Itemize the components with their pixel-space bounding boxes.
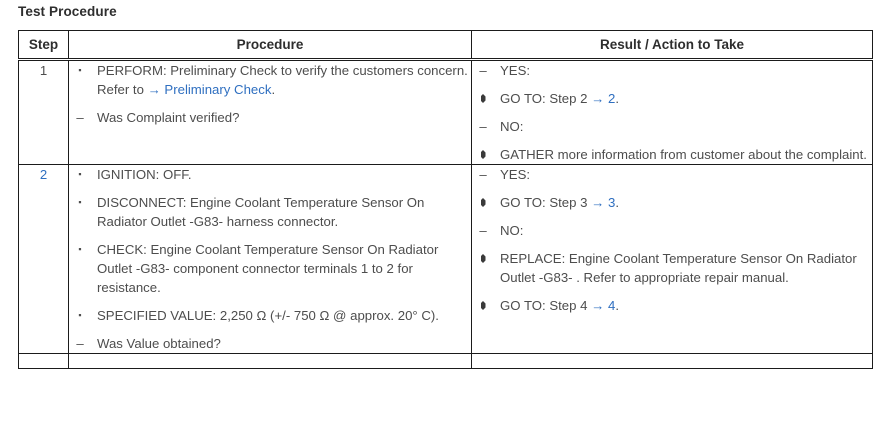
test-procedure-table: Step Procedure Result / Action to Take 1… bbox=[18, 30, 873, 369]
column-header-procedure: Procedure bbox=[68, 30, 472, 61]
bullet-dot-icon: ▪ bbox=[78, 244, 82, 254]
procedure-cell: ▪ IGNITION: OFF. ▪ DISCONNECT: Engine Coola… bbox=[68, 164, 472, 354]
page-title: Test Procedure bbox=[18, 4, 117, 19]
list-item: –NO: bbox=[472, 117, 872, 136]
cross-reference-link[interactable]: → Preliminary Check bbox=[147, 82, 272, 97]
list-item: ▪ PERFORM: Preliminary Check to verify th… bbox=[69, 61, 471, 99]
list-item: ▪ SPECIFIED VALUE: 2,250 Ω (+/- 750 Ω @ a… bbox=[69, 306, 471, 325]
list-item-text: YES: bbox=[500, 167, 531, 182]
list-item-text: GO TO: Step 2 → 2. bbox=[500, 91, 619, 106]
list-item-text: REPLACE: Engine Coolant Temperature Sens… bbox=[500, 251, 857, 285]
list-item-text: PERFORM: Preliminary Check to verify the… bbox=[97, 63, 468, 97]
table-body: 1 ▪ PERFORM: Preliminary Check to verify t… bbox=[18, 59, 873, 369]
list-item-text: Was Complaint verified? bbox=[97, 110, 240, 125]
list-item-text: GO TO: Step 3 → 3. bbox=[500, 195, 619, 210]
bullet-dash-icon: – bbox=[76, 110, 84, 125]
list-item: –Was Complaint verified? bbox=[69, 108, 471, 127]
bullet-lozenge-icon bbox=[474, 296, 492, 315]
column-header-step: Step bbox=[18, 30, 69, 61]
result-cell: –YES:GO TO: Step 3 → 3.–NO:REPLACE: Engi… bbox=[471, 164, 873, 354]
bullet-lozenge-icon bbox=[474, 249, 492, 268]
list-item: –YES: bbox=[472, 165, 872, 184]
procedure-list: ▪ IGNITION: OFF. ▪ DISCONNECT: Engine Coola… bbox=[69, 165, 471, 353]
list-item-text: YES: bbox=[500, 63, 531, 78]
list-item-text: IGNITION: OFF. bbox=[97, 167, 192, 182]
list-item: GO TO: Step 2 → 2. bbox=[472, 89, 872, 108]
list-item-text: DISCONNECT: Engine Coolant Temperature S… bbox=[97, 195, 425, 229]
bullet-dot-icon: ▪ bbox=[78, 65, 82, 75]
list-item: GATHER more information from customer ab… bbox=[472, 145, 872, 164]
list-item: ▪ IGNITION: OFF. bbox=[69, 165, 471, 184]
list-item: GO TO: Step 3 → 3. bbox=[472, 193, 872, 212]
list-item: –YES: bbox=[472, 61, 872, 80]
step-number-cell bbox=[18, 353, 69, 369]
procedure-cell bbox=[68, 353, 472, 369]
list-item: ▪ CHECK: Engine Coolant Temperature Senso… bbox=[69, 240, 471, 297]
bullet-dash-icon: – bbox=[479, 63, 487, 78]
bullet-dash-icon: – bbox=[479, 223, 487, 238]
table-row bbox=[18, 353, 873, 369]
bullet-dot-icon: ▪ bbox=[78, 197, 82, 207]
bullet-lozenge-icon bbox=[474, 193, 492, 212]
list-item-text: GATHER more information from customer ab… bbox=[500, 147, 867, 162]
procedure-cell: ▪ PERFORM: Preliminary Check to verify th… bbox=[68, 59, 472, 165]
result-cell bbox=[471, 353, 873, 369]
result-list: –YES:GO TO: Step 2 → 2.–NO:GATHER more i… bbox=[472, 61, 872, 164]
bullet-dot-icon: ▪ bbox=[78, 169, 82, 179]
result-cell: –YES:GO TO: Step 2 → 2.–NO:GATHER more i… bbox=[471, 59, 873, 165]
list-item: –NO: bbox=[472, 221, 872, 240]
cross-reference-link[interactable]: → 3 bbox=[591, 195, 616, 210]
list-item: –Was Value obtained? bbox=[69, 334, 471, 353]
list-item-text: NO: bbox=[500, 223, 524, 238]
step-number-cell: 1 bbox=[18, 59, 69, 165]
bullet-lozenge-icon bbox=[474, 145, 492, 164]
list-item-text: Was Value obtained? bbox=[97, 336, 221, 351]
step-number-cell[interactable]: 2 bbox=[18, 164, 69, 354]
bullet-dash-icon: – bbox=[76, 336, 84, 351]
cross-reference-link[interactable]: → 2 bbox=[591, 91, 616, 106]
bullet-dash-icon: – bbox=[479, 167, 487, 182]
list-item: REPLACE: Engine Coolant Temperature Sens… bbox=[472, 249, 872, 287]
list-item-text: NO: bbox=[500, 119, 524, 134]
table-header-row: Step Procedure Result / Action to Take bbox=[18, 30, 873, 61]
procedure-list: ▪ PERFORM: Preliminary Check to verify th… bbox=[69, 61, 471, 127]
bullet-dash-icon: – bbox=[479, 119, 487, 134]
list-item: GO TO: Step 4 → 4. bbox=[472, 296, 872, 315]
list-item-text: CHECK: Engine Coolant Temperature Sensor… bbox=[97, 242, 439, 295]
column-header-result: Result / Action to Take bbox=[471, 30, 873, 61]
result-list: –YES:GO TO: Step 3 → 3.–NO:REPLACE: Engi… bbox=[472, 165, 872, 315]
list-item-text: GO TO: Step 4 → 4. bbox=[500, 298, 619, 313]
cross-reference-link[interactable]: → 4 bbox=[591, 298, 616, 313]
list-item: ▪ DISCONNECT: Engine Coolant Temperature … bbox=[69, 193, 471, 231]
table-row: 1 ▪ PERFORM: Preliminary Check to verify t… bbox=[18, 59, 873, 165]
list-item-text: SPECIFIED VALUE: 2,250 Ω (+/- 750 Ω @ ap… bbox=[97, 308, 439, 323]
table-row: 2 ▪ IGNITION: OFF. ▪ DISCONNECT: Engine Cool… bbox=[18, 164, 873, 354]
bullet-lozenge-icon bbox=[474, 89, 492, 108]
bullet-dot-icon: ▪ bbox=[78, 310, 82, 320]
table-header: Step Procedure Result / Action to Take bbox=[18, 30, 873, 61]
